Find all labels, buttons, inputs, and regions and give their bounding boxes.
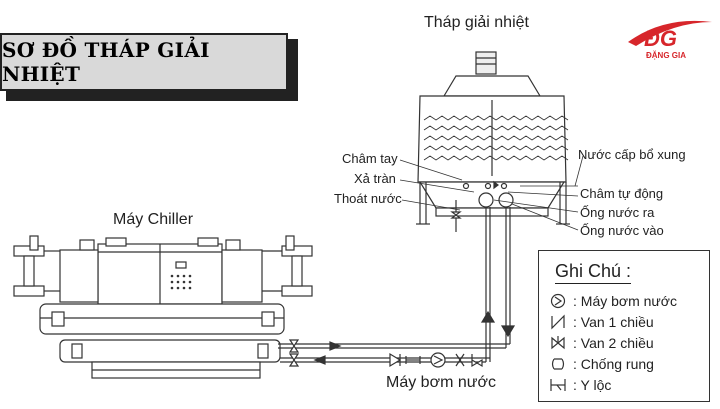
ong-vao-label: Ống nước vào (580, 223, 664, 238)
cooling-tower (399, 51, 584, 232)
page-title: SƠ ĐỒ THÁP GIẢI NHIỆT (2, 38, 210, 86)
legend-label: : Máy bơm nước (573, 293, 677, 309)
legend-item: : Y lộc (549, 375, 611, 395)
title-box: SƠ ĐỒ THÁP GIẢI NHIỆT (0, 33, 298, 101)
chiller-label: Máy Chiller (113, 211, 194, 228)
cham-tay-label: Châm tay (342, 151, 398, 166)
ong-ra-label: Ống nước ra (580, 205, 655, 220)
y-strainer-icon (550, 379, 566, 391)
logo-text: ĐẶNG GIA (646, 51, 686, 60)
legend-label: : Y lộc (573, 377, 612, 393)
gate-valve-icon (551, 336, 565, 350)
xa-tran-label: Xả tràn (354, 171, 396, 186)
legend-label: : Chống rung (573, 356, 654, 372)
pump-symbol-icon (550, 293, 566, 309)
nuoc-cap-label: Nước cấp bổ xung (578, 147, 686, 162)
legend-box: Ghi Chú : : Máy bơm nước : Van 1 chiều :… (538, 250, 710, 402)
logo-swoosh-icon: ĐG ĐẶNG GIA (628, 20, 712, 60)
title-panel: SƠ ĐỒ THÁP GIẢI NHIỆT (0, 33, 288, 91)
check-valve-icon (551, 314, 565, 330)
legend-title: Ghi Chú : (555, 261, 632, 284)
cham-tu-dong-label: Châm tự động (580, 186, 664, 201)
legend-label: : Van 1 chiều (573, 314, 654, 330)
legend-item: : Van 2 chiều (549, 333, 654, 353)
chiller-unit (13, 235, 313, 379)
anti-vibration-icon (551, 358, 565, 370)
legend-item: : Van 1 chiều (549, 312, 654, 332)
tower-label: Tháp giải nhiệt (424, 14, 529, 31)
legend-item: : Chống rung (549, 354, 654, 374)
legend-label: : Van 2 chiều (573, 335, 654, 351)
brand-logo: ĐG ĐẶNG GIA (624, 12, 716, 60)
pump-label: Máy bơm nước (386, 374, 496, 391)
legend-item: : Máy bơm nước (549, 291, 677, 311)
thoat-nuoc-label: Thoát nước (334, 191, 402, 206)
logo-mark: ĐG (644, 26, 677, 51)
water-pipes (278, 207, 516, 368)
